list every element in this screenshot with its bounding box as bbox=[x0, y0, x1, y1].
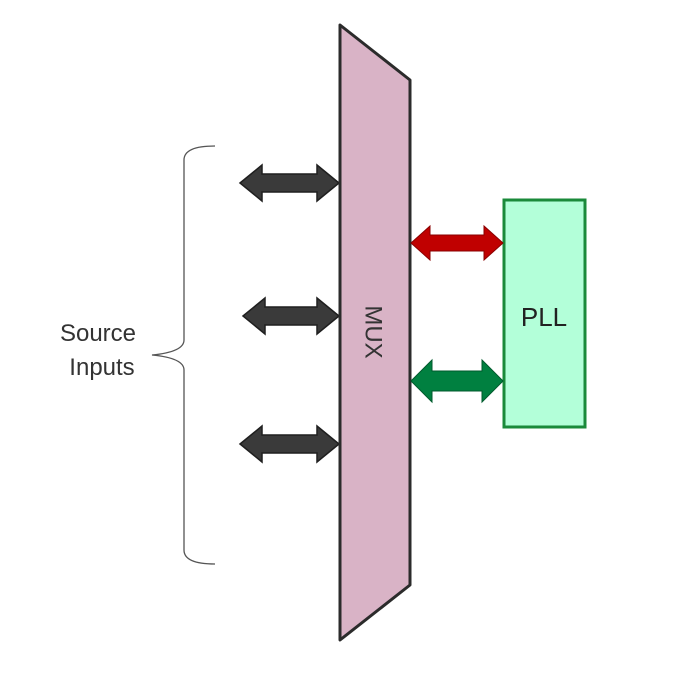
pll-block bbox=[502, 198, 587, 429]
source-inputs-brace bbox=[151, 145, 216, 565]
source-inputs-label-line2: Inputs bbox=[69, 354, 134, 381]
mux-block bbox=[338, 23, 412, 642]
input-arrow-1 bbox=[238, 163, 341, 203]
mux-pll-arrow-green bbox=[410, 358, 504, 404]
mux-label: MUX bbox=[360, 305, 387, 358]
source-inputs-label-line1: Source bbox=[60, 320, 136, 347]
input-arrow-3 bbox=[238, 424, 341, 464]
pll-label: PLL bbox=[521, 302, 567, 332]
input-arrow-2 bbox=[241, 296, 341, 336]
mux-pll-arrow-red bbox=[410, 224, 504, 262]
